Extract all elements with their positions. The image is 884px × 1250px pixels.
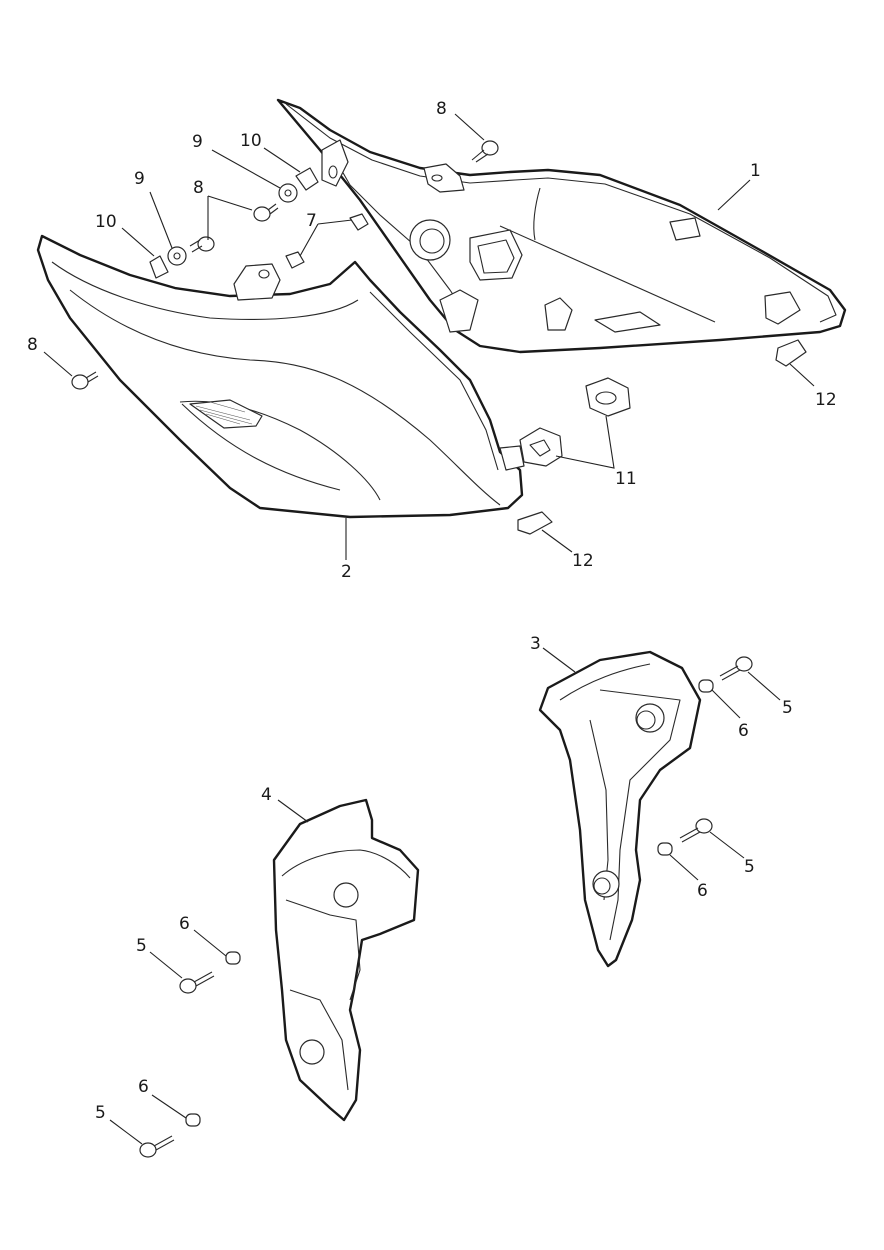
part-4-bracket bbox=[272, 798, 420, 1122]
screw-8-mid bbox=[253, 203, 279, 222]
screw-8-left bbox=[189, 236, 215, 253]
clip-10-lower bbox=[149, 255, 169, 279]
screw-8-top bbox=[471, 140, 499, 163]
callout-9b: 9 bbox=[134, 169, 145, 189]
callout-4: 4 bbox=[261, 785, 272, 805]
callout-11: 11 bbox=[615, 469, 637, 489]
callout-1: 1 bbox=[750, 161, 761, 181]
callout-7: 7 bbox=[306, 211, 317, 231]
part-3-bracket bbox=[538, 650, 702, 968]
spacer-6-b bbox=[657, 842, 673, 856]
part-2-outer-panel bbox=[36, 234, 525, 519]
screw-8-far-left bbox=[71, 371, 99, 390]
part-11-grommets bbox=[519, 377, 631, 467]
screw-5-a bbox=[719, 656, 753, 681]
callout-6b: 6 bbox=[697, 881, 708, 901]
callout-6c: 6 bbox=[179, 914, 190, 934]
callout-5d: 5 bbox=[95, 1103, 106, 1123]
callout-10a: 10 bbox=[240, 131, 262, 151]
nut-7-upper bbox=[349, 213, 369, 231]
nut-7-lower bbox=[285, 251, 305, 269]
callout-5c: 5 bbox=[136, 936, 147, 956]
callout-9a: 9 bbox=[192, 132, 203, 152]
washer-9-upper bbox=[278, 183, 298, 203]
callout-5b: 5 bbox=[744, 857, 755, 877]
part-12-clips bbox=[517, 339, 807, 535]
spacer-6-c bbox=[225, 951, 241, 965]
callout-8b: 8 bbox=[193, 178, 204, 198]
callout-6d: 6 bbox=[138, 1077, 149, 1097]
callout-2: 2 bbox=[341, 562, 352, 582]
screw-5-d bbox=[139, 1135, 175, 1158]
leader-lines bbox=[43, 113, 815, 1145]
callout-10b: 10 bbox=[95, 212, 117, 232]
clip-10-upper bbox=[295, 167, 319, 191]
screw-5-c bbox=[179, 971, 215, 994]
part-1-inner-panel bbox=[276, 98, 847, 354]
callout-8a: 8 bbox=[436, 99, 447, 119]
washer-9-lower bbox=[167, 246, 187, 266]
callout-labels: 1 2 3 4 5 5 5 5 6 6 6 6 7 8 8 8 9 9 10 1… bbox=[27, 99, 837, 1123]
callout-6a: 6 bbox=[738, 721, 749, 741]
callout-12b: 12 bbox=[572, 551, 594, 571]
callout-5a: 5 bbox=[782, 698, 793, 718]
callout-8c: 8 bbox=[27, 335, 38, 355]
fasteners bbox=[71, 140, 753, 1158]
spacer-6-a bbox=[698, 679, 714, 693]
spacer-6-d bbox=[185, 1113, 201, 1127]
callout-12a: 12 bbox=[815, 390, 837, 410]
callout-3: 3 bbox=[530, 634, 541, 654]
screw-5-b bbox=[679, 818, 713, 843]
